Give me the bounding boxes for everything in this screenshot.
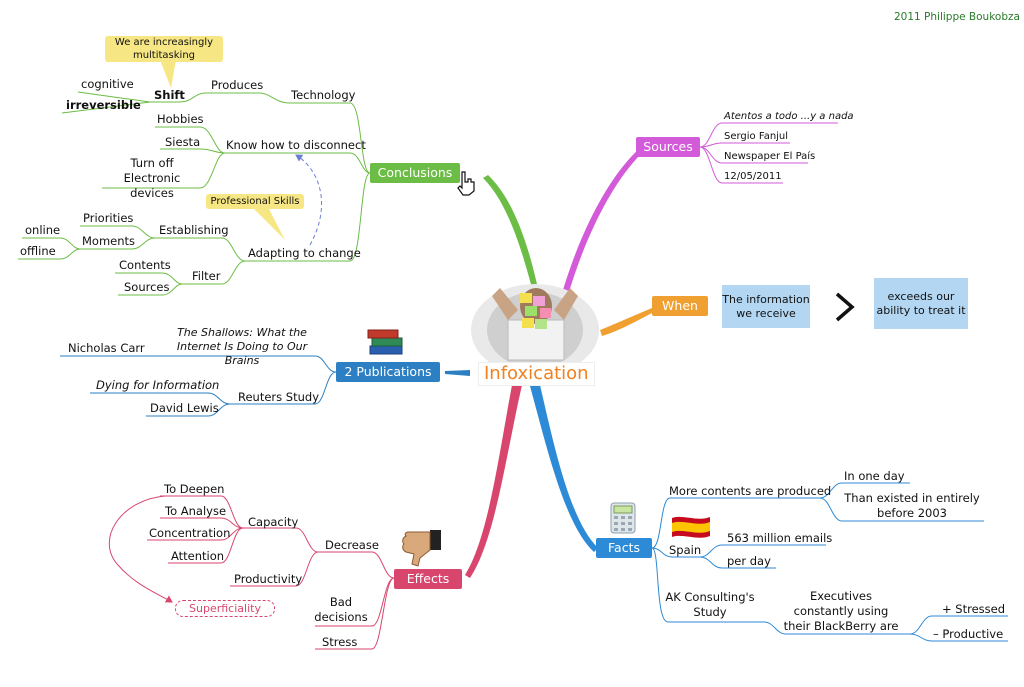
- facts-node[interactable]: Facts: [596, 538, 652, 558]
- emails-label: 563 million emails: [727, 531, 833, 545]
- source-item-1: Atentos a todo ...y a nada: [724, 111, 854, 122]
- source-item-2: Sergio Fanjul: [724, 131, 789, 142]
- ak-consulting-label: AK Consulting's Study: [665, 590, 755, 619]
- branch-publications: [445, 370, 470, 376]
- source-item-3: Newspaper El País: [724, 151, 816, 162]
- attention-label: Attention: [171, 549, 225, 563]
- technology-label: Technology: [291, 88, 356, 102]
- filter-label: Filter: [192, 269, 221, 283]
- capacity-label: Capacity: [248, 515, 299, 529]
- chevron-right-icon: [835, 292, 855, 322]
- when-left-box: The information we receive: [722, 285, 810, 328]
- reuters-study-label: Reuters Study: [238, 390, 319, 404]
- hand-pointer-icon: [457, 171, 475, 196]
- deepen-label: To Deepen: [164, 482, 225, 496]
- moments-label: Moments: [82, 234, 136, 248]
- disconnect-label: Know how to disconnect: [226, 138, 366, 152]
- in-one-day-label: In one day: [844, 469, 905, 483]
- analyse-label: To Analyse: [165, 504, 227, 518]
- productivity-label: Productivity: [234, 572, 303, 586]
- more-contents-label: More contents are produced: [669, 484, 832, 498]
- source-item-4: 12/05/2011: [724, 171, 782, 182]
- produces-label: Produces: [211, 78, 264, 92]
- stressed-label: + Stressed: [942, 602, 1006, 616]
- branch-when: [600, 308, 654, 336]
- branch-facts: [530, 385, 598, 552]
- branch-sources: [560, 148, 643, 302]
- contents-label: Contents: [119, 258, 171, 272]
- stress-label: Stress: [322, 635, 358, 649]
- adapting-label: Adapting to change: [248, 246, 361, 260]
- hobbies-label: Hobbies: [157, 112, 204, 126]
- dying-for-information-label: Dying for Information: [96, 378, 220, 392]
- shallows-label: The Shallows: What the Internet Is Doing…: [176, 326, 308, 367]
- branch-effects: [465, 385, 522, 578]
- branch-conclusions: [483, 175, 540, 300]
- cognitive-label: cognitive: [81, 77, 134, 91]
- effects-node[interactable]: Effects: [394, 569, 462, 589]
- spain-label: Spain: [669, 543, 702, 557]
- establishing-label: Establishing: [159, 223, 229, 237]
- central-topic[interactable]: Infoxication: [478, 362, 595, 386]
- stressed-person-illustration: [492, 288, 578, 361]
- calculator-icon: [610, 502, 636, 534]
- sources-sub-label: Sources: [124, 280, 170, 294]
- copyright-text: 2011 Philippe Boukobza: [894, 11, 1020, 23]
- books-icon: [367, 329, 403, 355]
- executives-label: Executives constantly using their BlackB…: [783, 589, 899, 633]
- publications-node[interactable]: 2 Publications: [336, 362, 440, 382]
- siesta-label: Siesta: [165, 135, 201, 149]
- than-existed-label: Than existed in entirely before 2003: [844, 491, 980, 520]
- superficiality-label: Superficiality: [175, 600, 275, 617]
- concentration-label: Concentration: [149, 526, 231, 540]
- decrease-label: Decrease: [325, 538, 379, 552]
- shift-label: Shift: [154, 88, 185, 102]
- when-node[interactable]: When: [652, 296, 708, 316]
- note-multitasking: We are increasingly multitasking: [105, 36, 223, 62]
- when-right-box: exceeds our ability to treat it: [874, 278, 968, 329]
- online-label: online: [25, 223, 61, 237]
- offline-label: offline: [20, 244, 56, 258]
- bad-decisions-label: Bad decisions: [314, 595, 368, 624]
- note-professional-skills: Professional Skills: [206, 194, 304, 209]
- conclusions-node[interactable]: Conclusions: [370, 163, 460, 183]
- priorities-label: Priorities: [83, 211, 134, 225]
- spain-flag-icon: [672, 516, 710, 538]
- thumbs-down-icon: [402, 530, 441, 567]
- david-lewis-label: David Lewis: [150, 401, 219, 415]
- irreversible-label: irreversible: [66, 98, 141, 112]
- per-day-label: per day: [727, 554, 771, 568]
- productive-label: – Productive: [933, 627, 1004, 641]
- nicholas-carr-label: Nicholas Carr: [68, 341, 145, 355]
- turn-off-label: Turn off Electronic devices: [123, 156, 181, 200]
- sources-node[interactable]: Sources: [636, 137, 700, 157]
